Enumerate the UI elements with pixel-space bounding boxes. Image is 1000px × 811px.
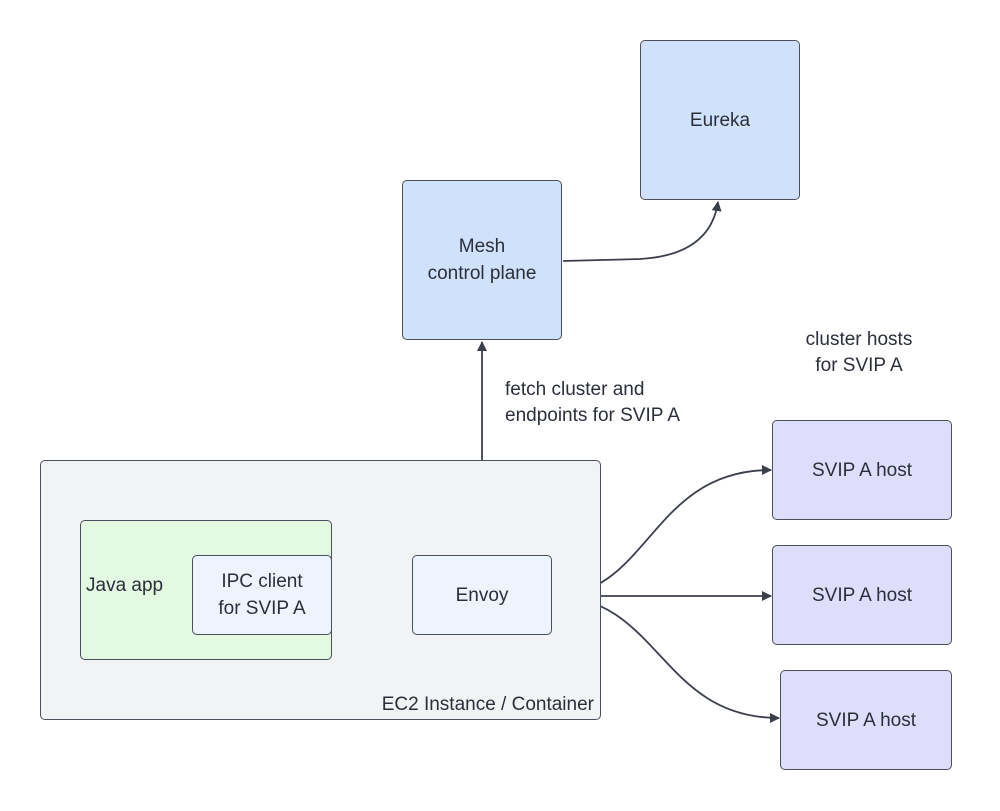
ipc-client-label: IPC client for SVIP A — [218, 571, 306, 619]
edge-mesh-to-eureka — [562, 201, 722, 262]
ipc-client-node[interactable]: IPC client for SVIP A — [192, 555, 332, 635]
svip-host-node-2[interactable]: SVIP A host — [772, 545, 952, 645]
envoy-node[interactable]: Envoy — [412, 555, 552, 635]
cluster-hosts-label: cluster hosts for SVIP A — [805, 329, 913, 376]
svip-host-label-1: SVIP A host — [811, 459, 912, 481]
mesh-control-plane-node[interactable]: Mesh control plane — [402, 180, 562, 340]
svip-host-label-3: SVIP A host — [815, 709, 916, 731]
svip-host-node-1[interactable]: SVIP A host — [772, 420, 952, 520]
java-app-label: Java app — [86, 574, 164, 596]
envoy-label: Envoy — [455, 584, 509, 606]
eureka-node[interactable]: Eureka — [640, 40, 800, 200]
eureka-label: Eureka — [689, 109, 751, 131]
ec2-container-label: EC2 Instance / Container — [381, 694, 594, 715]
mesh-control-plane-label: Mesh control plane — [427, 236, 537, 284]
svip-host-node-3[interactable]: SVIP A host — [780, 670, 952, 770]
svip-host-label-2: SVIP A host — [811, 584, 912, 606]
fetch-edge-label: fetch cluster and endpoints for SVIP A — [505, 379, 680, 426]
